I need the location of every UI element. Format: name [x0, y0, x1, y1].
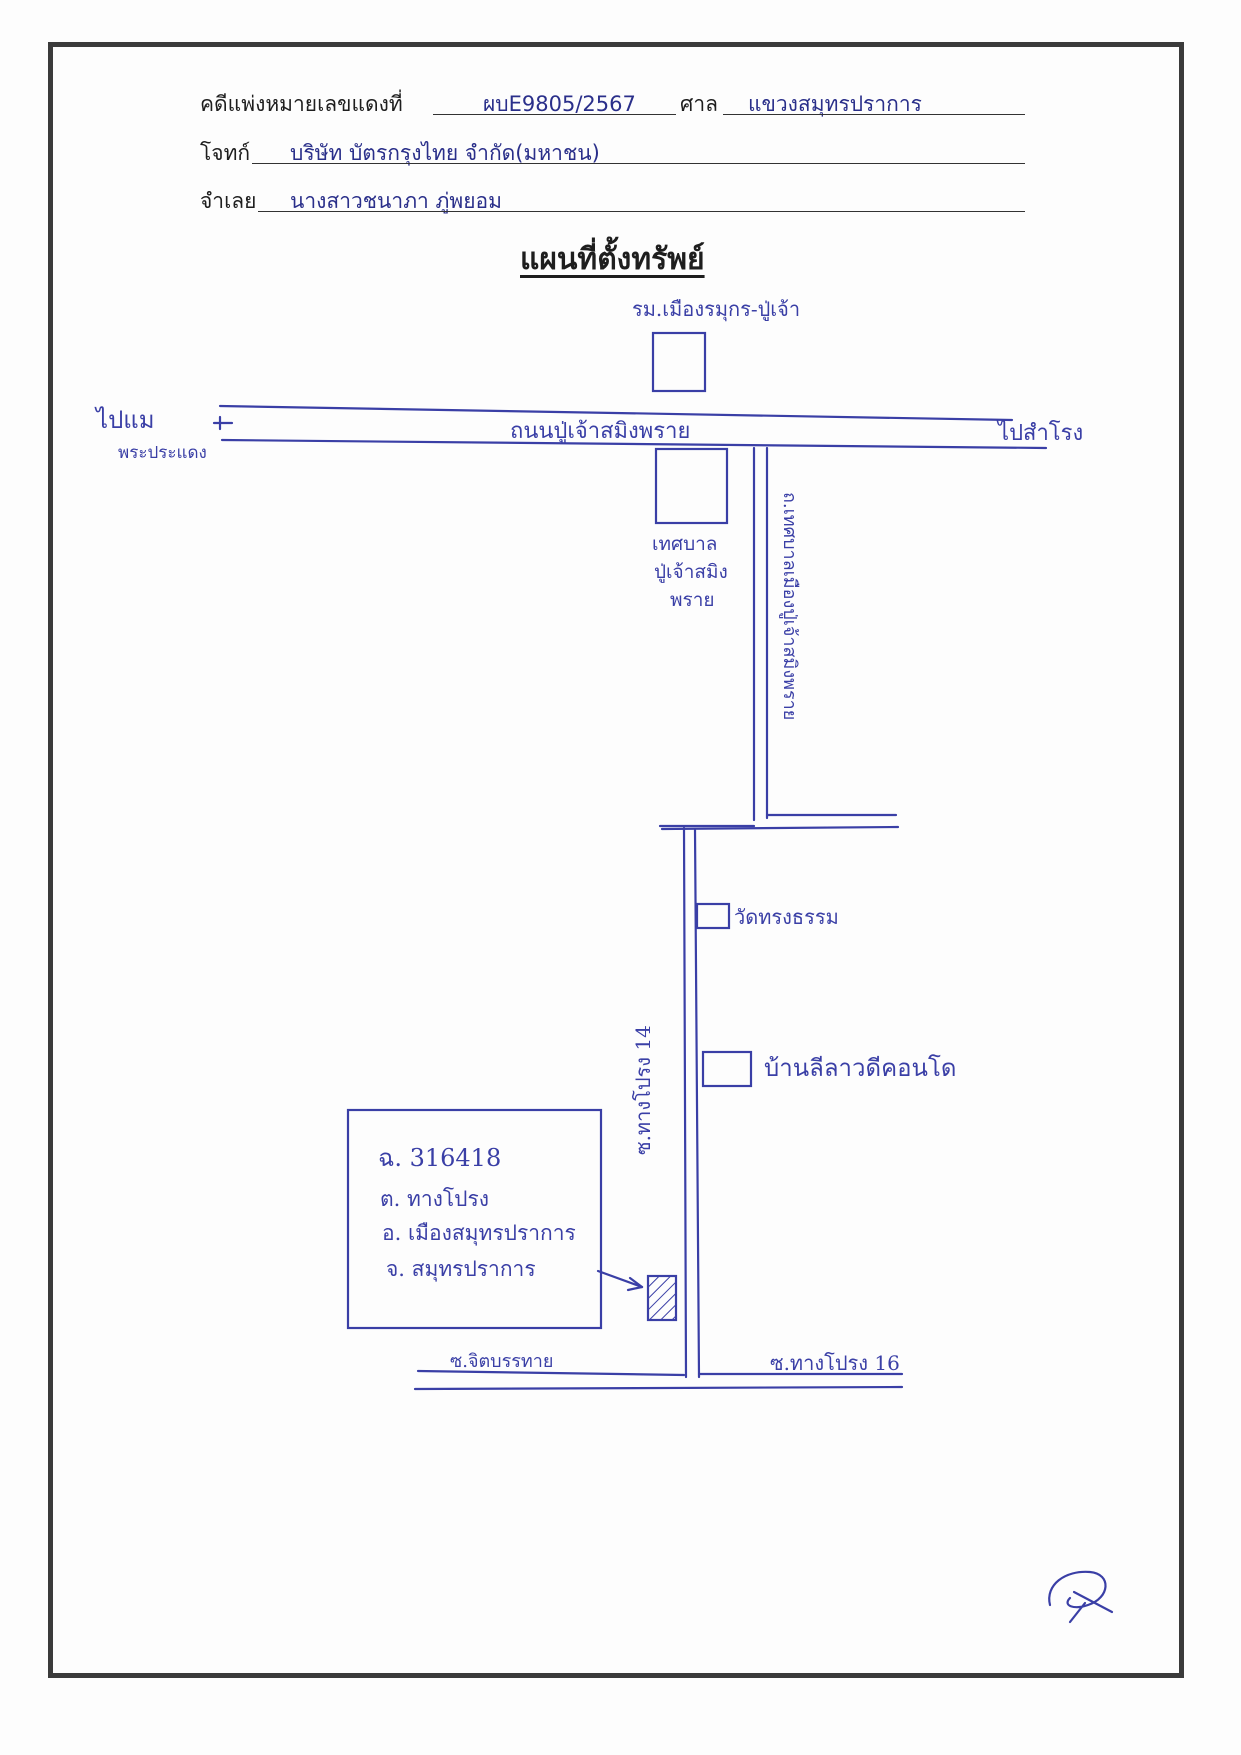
defendant-label: จำเลย — [200, 189, 257, 213]
pointer-arrow-icon — [596, 1269, 644, 1289]
top-building-label: รม.เมืองรมุกร-ปู่เจ้า — [632, 297, 800, 322]
left-direction-sub-label: พระประแดง — [118, 443, 207, 463]
house-label: บ้านลีลาวดีคอนโด — [764, 1054, 956, 1082]
case-number-label: คดีแพ่งหมายเลขแดงที่ — [200, 92, 403, 116]
land-district: อ. เมืองสมุทรปราการ — [382, 1221, 576, 1246]
page-frame — [48, 42, 1184, 1678]
bottom-left-road-edge — [416, 1369, 686, 1377]
signature-icon — [1048, 1570, 1114, 1624]
court-name-underline — [723, 114, 1025, 115]
main-road-label: ถนนปู่เจ้าสมิงพราย — [510, 419, 690, 444]
left-direction-label: ไปแม — [94, 406, 155, 434]
plaintiff-label: โจทก์ — [200, 141, 251, 165]
plaintiff-name-value: บริษัท บัตรกรุงไทย จำกัด(มหาชน) — [290, 141, 600, 165]
plaintiff-underline — [252, 163, 1025, 164]
soi-label: ซ.ทางโปรง 14 — [631, 1025, 655, 1155]
main-road-top-edge — [218, 404, 1014, 422]
defendant-name-value: นางสาวชนาภา ภู่พยอม — [290, 189, 502, 213]
land-info-box — [346, 1108, 603, 1330]
case-number-underline — [433, 114, 676, 115]
court-label: ศาล — [680, 92, 718, 116]
municipality-label-line2: ปู่เจ้าสมิง — [654, 561, 728, 583]
municipality-building-icon — [654, 447, 729, 525]
page-title: แผนที่ตั้งทรัพย์ — [520, 242, 705, 277]
municipality-label-line3: พราย — [670, 589, 715, 611]
land-deed-number: ฉ. 316418 — [378, 1144, 501, 1172]
pointer-arrowhead-b — [626, 1285, 644, 1292]
temple-building-icon — [695, 902, 731, 930]
side-road-label: ถ.เทศบาลเมืองปู่เจ้าสมิงพราย — [779, 492, 800, 720]
right-direction-label: ไปสำโรง — [996, 420, 1083, 446]
cross-road-bottom-edge — [660, 825, 900, 831]
house-building-icon — [701, 1050, 753, 1088]
municipality-label-line1: เทศบาล — [652, 533, 717, 555]
case-number-value: ผบE9805/2567 — [483, 92, 636, 116]
soi-right-edge — [693, 828, 701, 1379]
land-province: จ. สมุทรปราการ — [386, 1257, 536, 1282]
bottom-road-lower-edge — [413, 1385, 904, 1391]
pointer-arrowhead-a — [628, 1276, 644, 1289]
top-building-icon — [651, 331, 707, 393]
soi-left-edge — [682, 826, 688, 1379]
defendant-underline — [258, 211, 1025, 212]
bottom-left-road-label: ซ.จิตบรรทาย — [450, 1351, 553, 1372]
court-name-value: แขวงสมุทรปราการ — [748, 92, 922, 116]
temple-label: วัดทรงธรรม — [734, 905, 839, 929]
main-road-bottom-edge — [220, 438, 1048, 450]
land-subdistrict: ต. ทางโปรง — [380, 1187, 489, 1211]
bottom-right-road-label: ซ.ทางโปรง 16 — [770, 1351, 900, 1375]
property-plot-icon — [646, 1274, 678, 1322]
